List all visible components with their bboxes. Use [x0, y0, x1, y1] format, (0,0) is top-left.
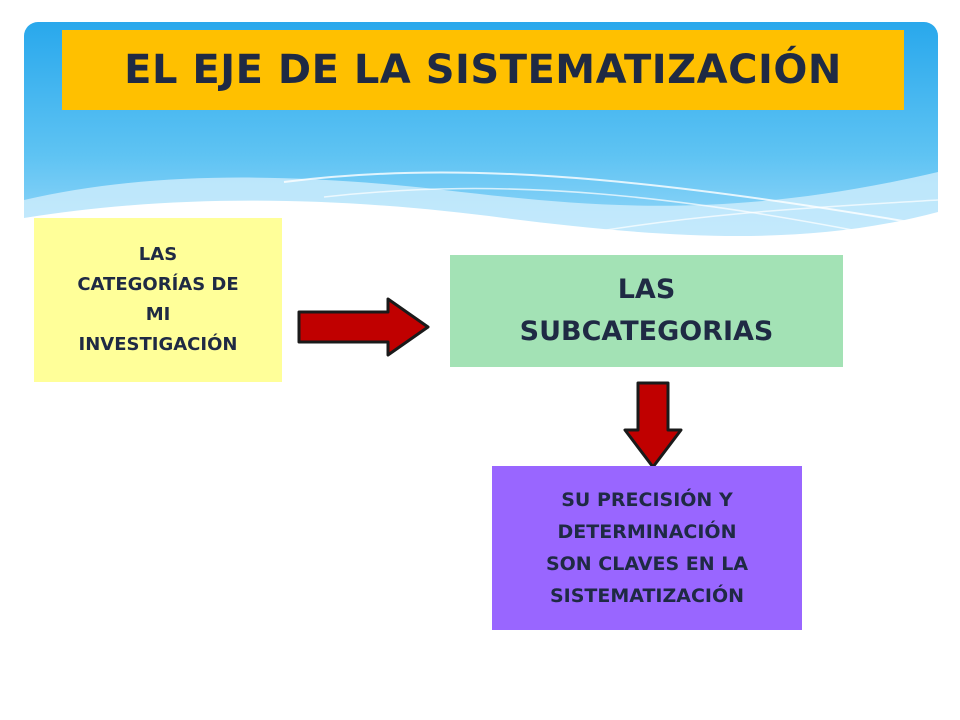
node-subcategorias-line-1: LAS — [617, 274, 676, 305]
node-precision-line-1: SU PRECISIÓN Y — [561, 489, 733, 511]
node-categorias-line-4: INVESTIGACIÓN — [78, 334, 238, 355]
node-subcategorias-line-2: SUBCATEGORIAS — [519, 316, 774, 347]
node-categorias: LAS CATEGORÍAS DE MI INVESTIGACIÓN — [34, 218, 282, 382]
node-categorias-line-1: LAS — [138, 244, 178, 265]
node-precision: SU PRECISIÓN Y DETERMINACIÓN SON CLAVES … — [492, 466, 802, 630]
node-precision-line-3: SON CLAVES EN LA — [545, 553, 749, 575]
arrow-down-icon — [623, 381, 683, 469]
node-subcategorias: LAS SUBCATEGORIAS — [450, 255, 843, 367]
node-categorias-line-3: MI — [145, 304, 171, 325]
page-title: EL EJE DE LA SISTEMATIZACIÓN — [62, 30, 904, 110]
node-categorias-line-2: CATEGORÍAS DE — [77, 274, 239, 295]
node-precision-line-4: SISTEMATIZACIÓN — [549, 585, 745, 607]
arrow-right-icon — [297, 297, 430, 357]
node-precision-line-2: DETERMINACIÓN — [557, 521, 737, 543]
